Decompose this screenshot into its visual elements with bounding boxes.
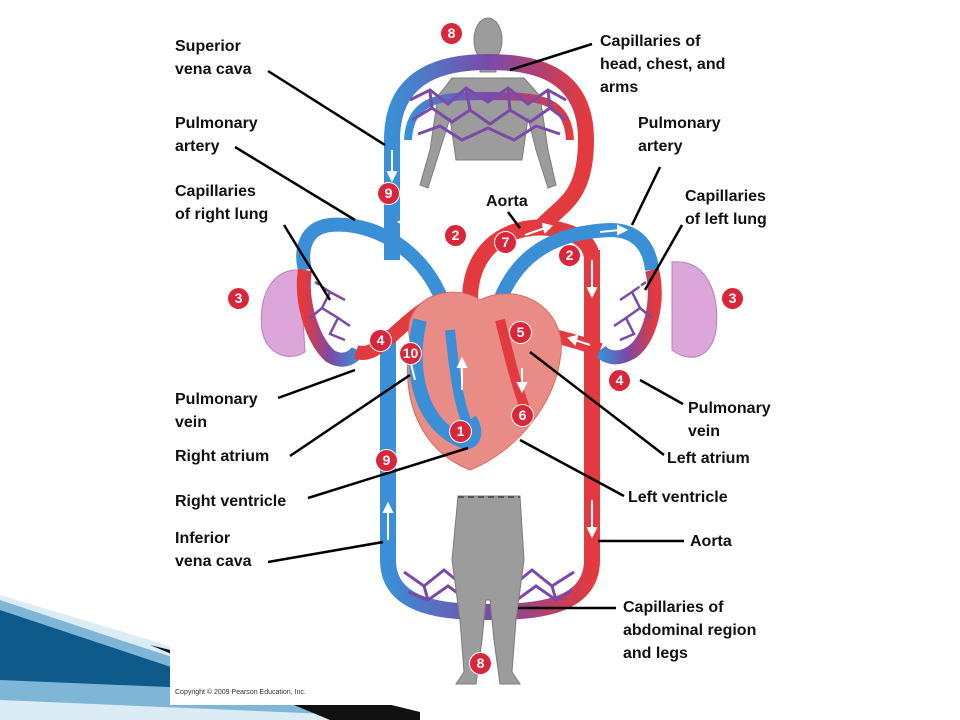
label-pulmonary-artery-left-side: Pulmonary artery xyxy=(175,115,258,155)
label-capillaries-head: Capillaries of head, chest, and arms xyxy=(600,33,726,96)
marker-aorta: 7 xyxy=(495,232,516,253)
marker-pulm-artery-right: 2 xyxy=(559,245,580,266)
leader-lines xyxy=(234,42,684,610)
marker-left-lung: 3 xyxy=(722,288,743,309)
label-inferior-vena-cava: Inferior vena cava xyxy=(175,530,252,570)
label-left-ventricle: Left ventricle xyxy=(628,489,728,506)
label-left-atrium: Left atrium xyxy=(667,450,750,467)
label-pulmonary-vein-left-side: Pulmonary vein xyxy=(175,391,258,431)
label-pulmonary-artery-right-side: Pulmonary artery xyxy=(638,115,721,155)
label-pulmonary-vein-right-side: Pulmonary vein xyxy=(688,400,771,440)
marker-upper-vena: 9 xyxy=(378,183,399,204)
marker-right-atrium: 10 xyxy=(400,343,421,364)
marker-right-lung: 3 xyxy=(228,288,249,309)
marker-left-ventricle: 6 xyxy=(512,405,533,426)
label-capillaries-left-lung: Capillaries of left lung xyxy=(685,188,767,228)
marker-left-atrium: 5 xyxy=(510,322,531,343)
flow-arrows xyxy=(314,150,646,540)
right-lung xyxy=(260,268,365,367)
lower-body-silhouette xyxy=(451,495,525,685)
label-right-atrium: Right atrium xyxy=(175,448,270,465)
label-superior-vena-cava: Superior vena cava xyxy=(175,38,252,78)
marker-legs: 8 xyxy=(470,653,491,674)
head-capillary-bed xyxy=(384,53,594,142)
marker-vein-right: 4 xyxy=(609,370,630,391)
label-aorta-top: Aorta xyxy=(486,193,528,210)
label-capillaries-right-lung: Capillaries of right lung xyxy=(175,183,269,223)
marker-head: 8 xyxy=(441,23,462,44)
pulmonary-arteries xyxy=(296,217,659,332)
marker-pulm-artery-left: 2 xyxy=(445,225,466,246)
marker-lower-vena: 9 xyxy=(376,450,397,471)
marker-right-ventricle: 1 xyxy=(450,421,471,442)
marker-vein-left: 4 xyxy=(370,330,391,351)
label-capillaries-abdominal: Capillaries of abdominal region and legs xyxy=(623,599,757,662)
label-aorta-bottom: Aorta xyxy=(690,533,732,550)
left-lung xyxy=(594,261,718,365)
copyright-notice: Copyright © 2009 Pearson Education, Inc. xyxy=(175,689,306,696)
label-right-ventricle: Right ventricle xyxy=(175,493,287,510)
